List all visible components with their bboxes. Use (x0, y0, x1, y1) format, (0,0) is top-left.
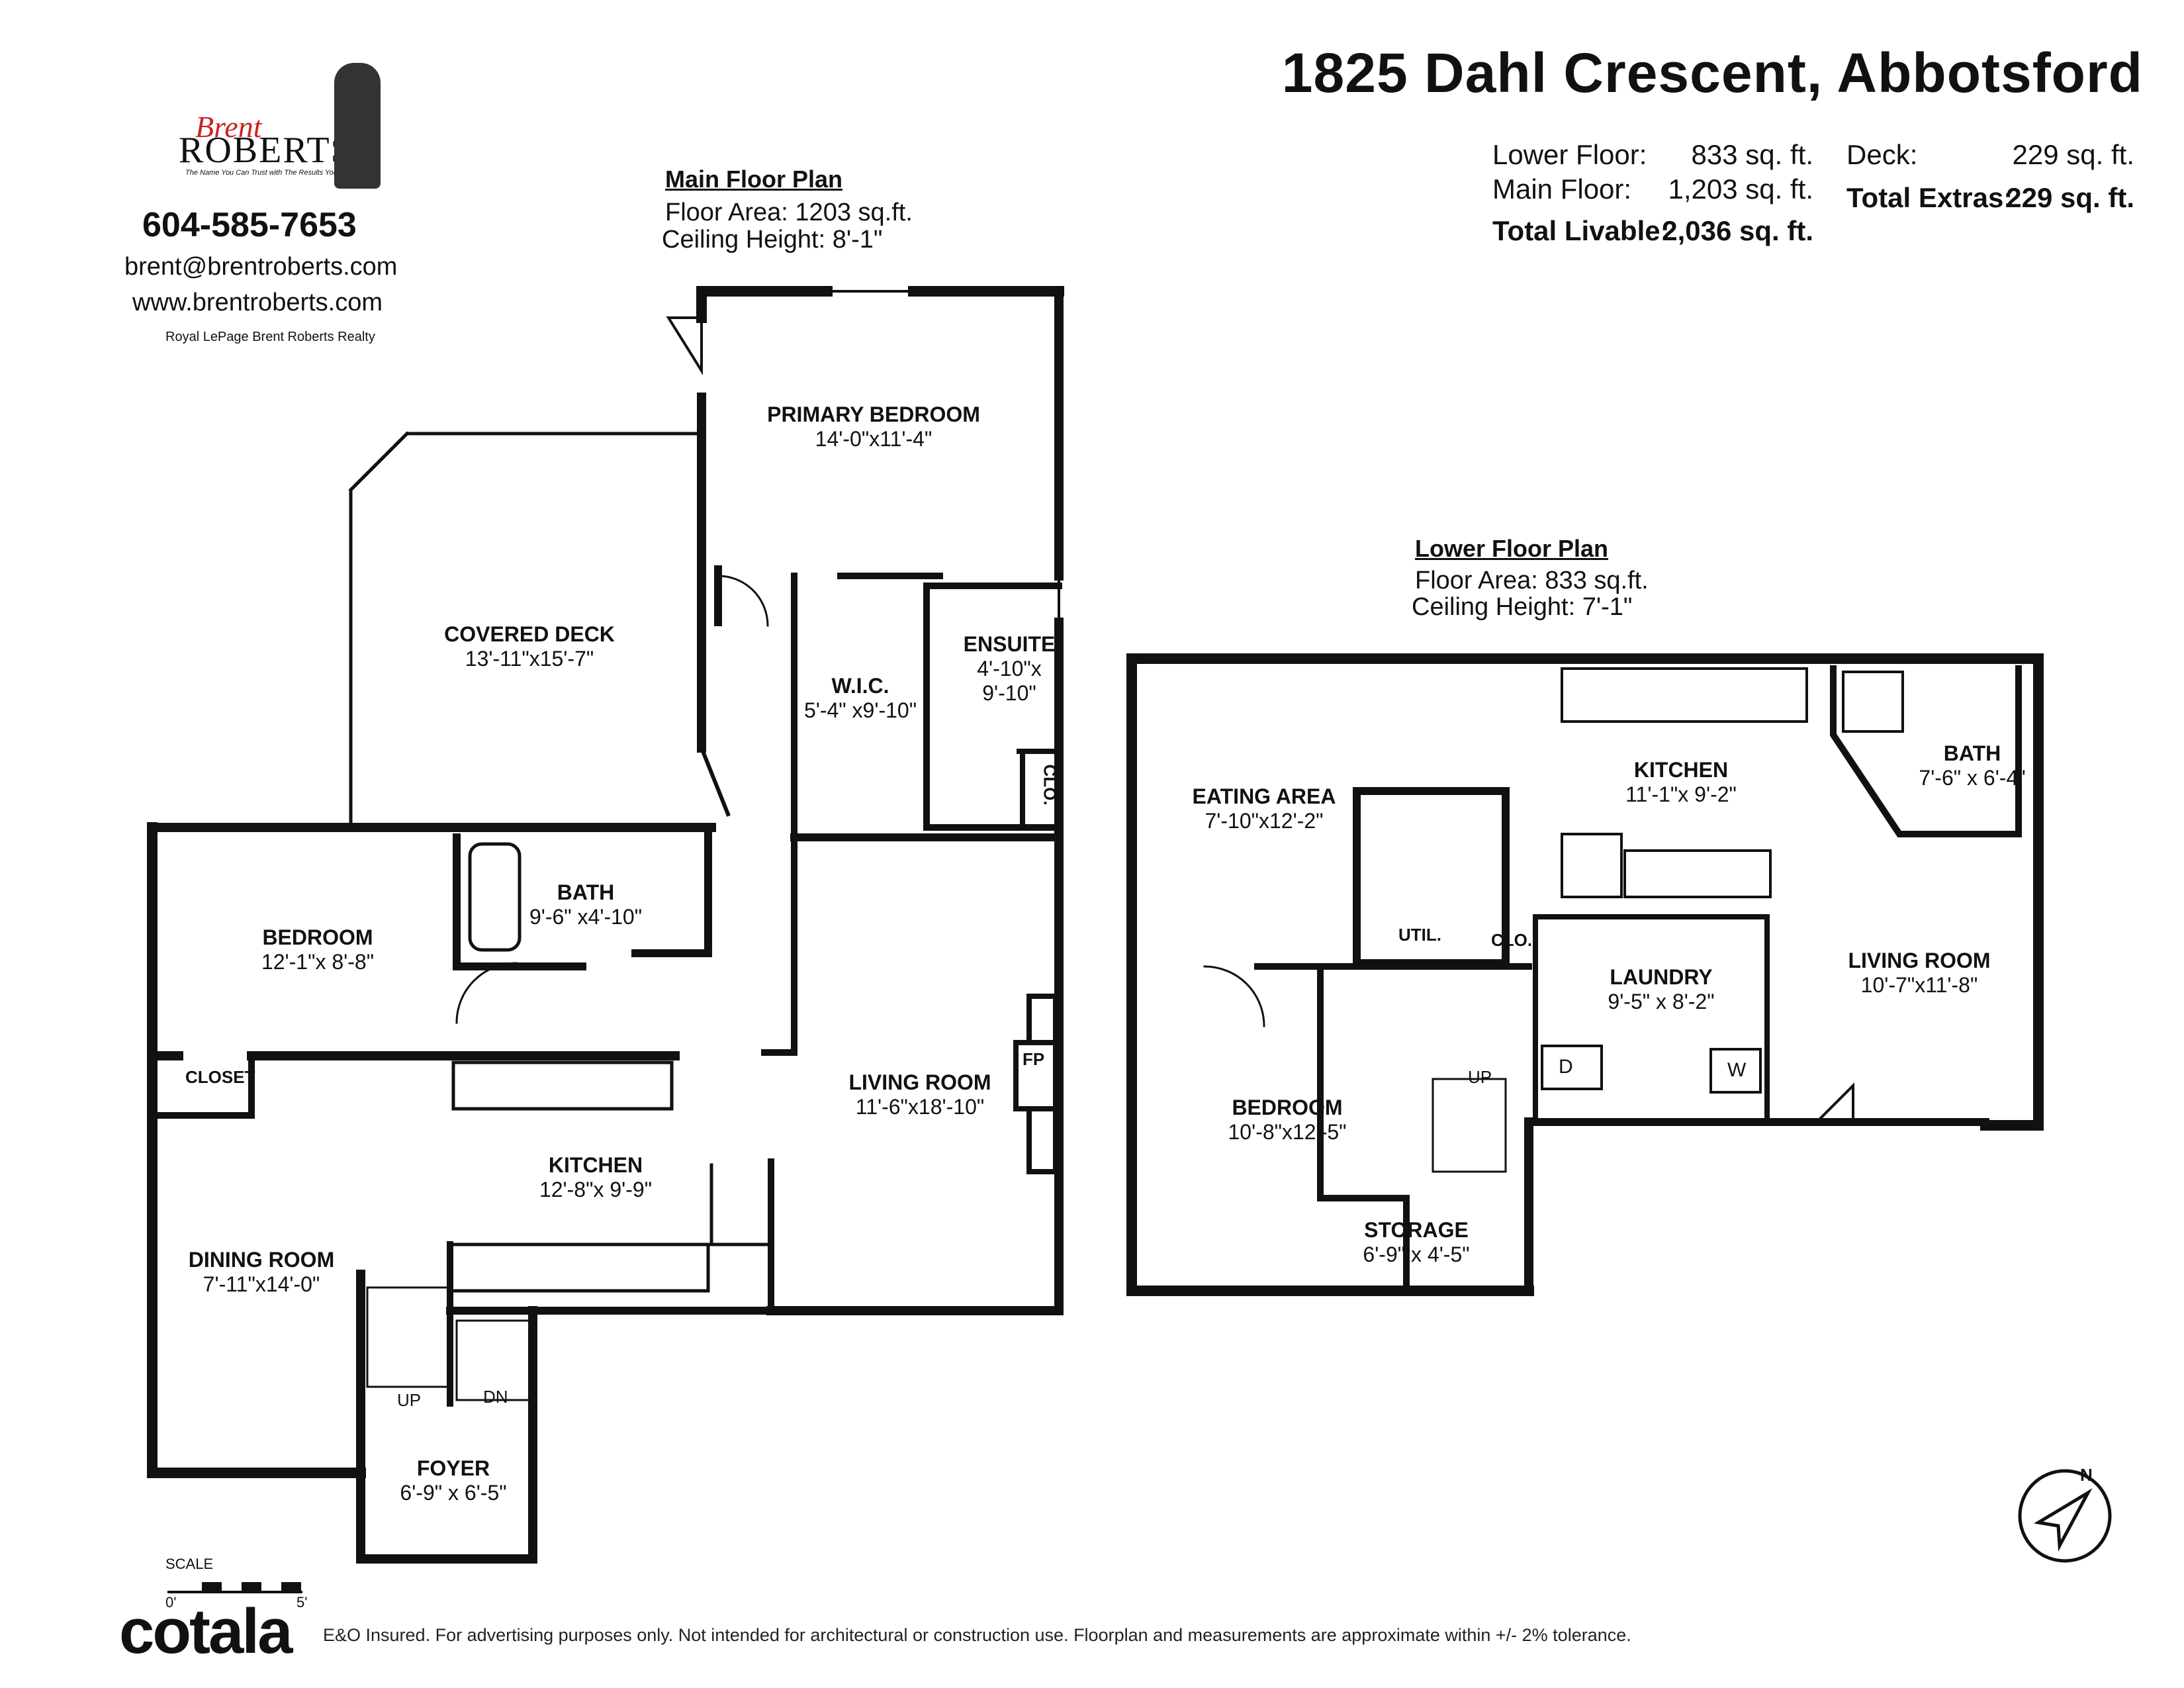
brand-logo: cotala (119, 1596, 293, 1667)
agent-logo: Brent ROBERTS The Name You Can Trust wit… (165, 63, 390, 195)
room-storage: STORAGE 6'-9" x 4'-5" (1363, 1218, 1470, 1266)
room-covered-deck: COVERED DECK 13'-11"x15'-7" (444, 622, 615, 671)
disclaimer: E&O Insured. For advertising purposes on… (323, 1625, 1631, 1645)
scale-end: 5' (296, 1594, 308, 1611)
closet-label: CLOSET (185, 1067, 255, 1087)
lower-closet-label: CLO. (1491, 930, 1533, 950)
main-floor-value: 1,203 sq. ft. (1668, 173, 1813, 205)
deck-value: 229 sq. ft. (2012, 139, 2134, 170)
room-bath-lower: BATH 7'-6" x 6'-4" (1919, 741, 2026, 790)
total-extras-label: Total Extras: (1846, 182, 2013, 213)
scale-label: SCALE (165, 1556, 214, 1572)
agent-photo (334, 63, 381, 189)
logo-name: ROBERTS (179, 130, 353, 171)
agent-email[interactable]: brent@brentroberts.com (124, 253, 398, 281)
washer-label: W (1727, 1059, 1747, 1081)
scale-bar-blocks (202, 1582, 301, 1592)
lower-floor-heading: Lower Floor Plan (1415, 535, 1609, 562)
room-kitchen-lower: KITCHEN 11'-1"x 9'-2" (1625, 758, 1737, 806)
agent-website[interactable]: www.brentroberts.com (132, 289, 383, 316)
main-floor-area: Floor Area: 1203 sq.ft. (665, 199, 913, 226)
room-ensuite: ENSUITE 4'-10"x 9'-10" (963, 632, 1056, 705)
room-primary-bedroom: PRIMARY BEDROOM 14'-0"x11'-4" (767, 402, 980, 451)
total-livable-value: 2,036 sq. ft. (1662, 215, 1813, 246)
room-kitchen-main: KITCHEN 12'-8"x 9'-9" (539, 1153, 653, 1201)
room-laundry: LAUNDRY 9'-5" x 8'-2" (1608, 965, 1715, 1013)
main-floor-heading: Main Floor Plan (665, 165, 843, 193)
logo-script: Brent (195, 110, 262, 144)
lower-floor-ceiling: Ceiling Height: 7'-1" (1412, 593, 1633, 621)
fireplace-label: FP (1023, 1049, 1045, 1069)
room-bath-main: BATH 9'-6" x4'-10" (529, 880, 643, 929)
total-livable-label: Total Livable: (1492, 215, 1670, 246)
main-floor-label: Main Floor: (1492, 173, 1632, 205)
scale-start: 0' (165, 1594, 177, 1611)
room-bedroom-main: BEDROOM 12'-1"x 8'-8" (261, 925, 375, 974)
deck-label: Deck: (1846, 139, 1918, 170)
agent-phone[interactable]: 604-585-7653 (142, 206, 357, 244)
room-foyer: FOYER 6'-9" x 6'-5" (400, 1456, 507, 1505)
agent-company: Royal LePage Brent Roberts Realty (165, 330, 375, 344)
lower-stairs-up-label: UP (1468, 1067, 1492, 1087)
stairs-up-label: UP (397, 1390, 422, 1410)
room-dining: DINING ROOM 7'-11"x14'-0" (188, 1248, 335, 1296)
main-floor-walls (147, 286, 1064, 1564)
property-address: 1825 Dahl Crescent, Abbotsford (1281, 42, 2143, 104)
lower-floor-value: 833 sq. ft. (1691, 139, 1813, 170)
lower-floor-area: Floor Area: 833 sq.ft. (1415, 567, 1649, 594)
room-eating-area: EATING AREA 7'-10"x12'-2" (1192, 784, 1336, 833)
lower-floor-label: Lower Floor: (1492, 139, 1647, 170)
total-extras-value: 229 sq. ft. (2006, 182, 2134, 213)
utility-label: UTIL. (1398, 925, 1441, 945)
room-living-lower: LIVING ROOM 10'-7"x11'-8" (1848, 949, 1991, 997)
main-floor-ceiling: Ceiling Height: 8'-1" (662, 226, 883, 254)
room-bedroom-lower: BEDROOM 10'-8"x12'-5" (1228, 1096, 1347, 1144)
lower-floor-walls (1126, 653, 2044, 1296)
room-wic: W.I.C. 5'-4" x9'-10" (803, 674, 917, 722)
compass-north-label: N (2080, 1465, 2093, 1485)
compass (2018, 1469, 2112, 1563)
room-living-main: LIVING ROOM 11'-6"x18'-10" (848, 1070, 991, 1119)
stairs-down-label: DN (483, 1387, 508, 1407)
dryer-label: D (1559, 1056, 1573, 1078)
logo-tagline: The Name You Can Trust with The Results … (185, 169, 364, 177)
ensuite-closet-label: CLO. (1040, 764, 1060, 806)
